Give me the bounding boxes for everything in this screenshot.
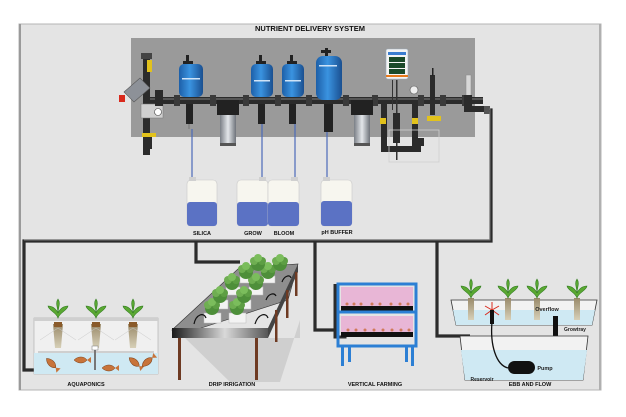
label-reservoir: Reservoir — [470, 377, 493, 383]
label-ebb-and-flow: EBB AND FLOW — [509, 382, 552, 388]
ball-valve-handle-icon — [427, 116, 441, 121]
tank-label-ph-buffer: pH BUFFER — [321, 230, 352, 236]
vertical-farming-system: VERTICAL FARMING — [333, 282, 418, 388]
ball-valve-handle-icon — [142, 133, 156, 137]
diagram-title: NUTRIENT DELIVERY SYSTEM — [255, 24, 365, 33]
tank-silica: SILICA — [186, 177, 218, 237]
y-strainer-icon — [123, 77, 151, 103]
bypass-loop — [380, 68, 490, 163]
dosing-injector-ph-buffer — [316, 48, 342, 132]
ball-valve-handle-icon — [380, 118, 386, 124]
pressure-gauge-icon — [409, 85, 419, 95]
check-valve-icon — [430, 75, 435, 115]
tank-label-silica: SILICA — [193, 231, 211, 237]
overflow-pipe — [553, 316, 558, 340]
cartridge-filter-2 — [351, 100, 373, 146]
dosing-injector-grow — [251, 55, 273, 124]
dosing-injector-silica — [179, 55, 203, 129]
ebb-and-flow-system: Overflow Growtray Pump Reservoir EBB AND… — [450, 278, 598, 388]
inlet-valve-assembly — [119, 53, 164, 155]
pressure-gauge-icon — [154, 108, 162, 116]
cartridge-filter-1 — [217, 100, 239, 146]
drip-irrigation-system: DRIP IRRIGATION — [171, 254, 300, 388]
label-overflow: Overflow — [535, 307, 559, 313]
ball-valve-handle-icon — [147, 60, 152, 72]
ball-valve-handle-icon — [412, 118, 418, 124]
label-aquaponics: AQUAPONICS — [67, 382, 105, 388]
dosing-injector-bloom — [282, 55, 304, 124]
label-growtray: Growtray — [564, 327, 586, 333]
label-drip-irrigation: DRIP IRRIGATION — [209, 382, 256, 388]
aquaponics-system: AQUAPONICS — [33, 298, 159, 388]
tank-grow: GROW — [236, 177, 269, 237]
tank-ph-buffer: pH BUFFER — [320, 177, 353, 236]
tank-bloom: BLOOM — [267, 177, 300, 237]
tank-label-grow: GROW — [244, 231, 263, 237]
label-vertical-farming: VERTICAL FARMING — [348, 382, 402, 388]
label-pump: Pump — [537, 366, 553, 372]
drain-cap-icon — [119, 95, 125, 102]
tank-label-bloom: BLOOM — [274, 231, 295, 237]
pump-icon — [508, 361, 535, 374]
flow-meter-icon — [465, 74, 472, 98]
